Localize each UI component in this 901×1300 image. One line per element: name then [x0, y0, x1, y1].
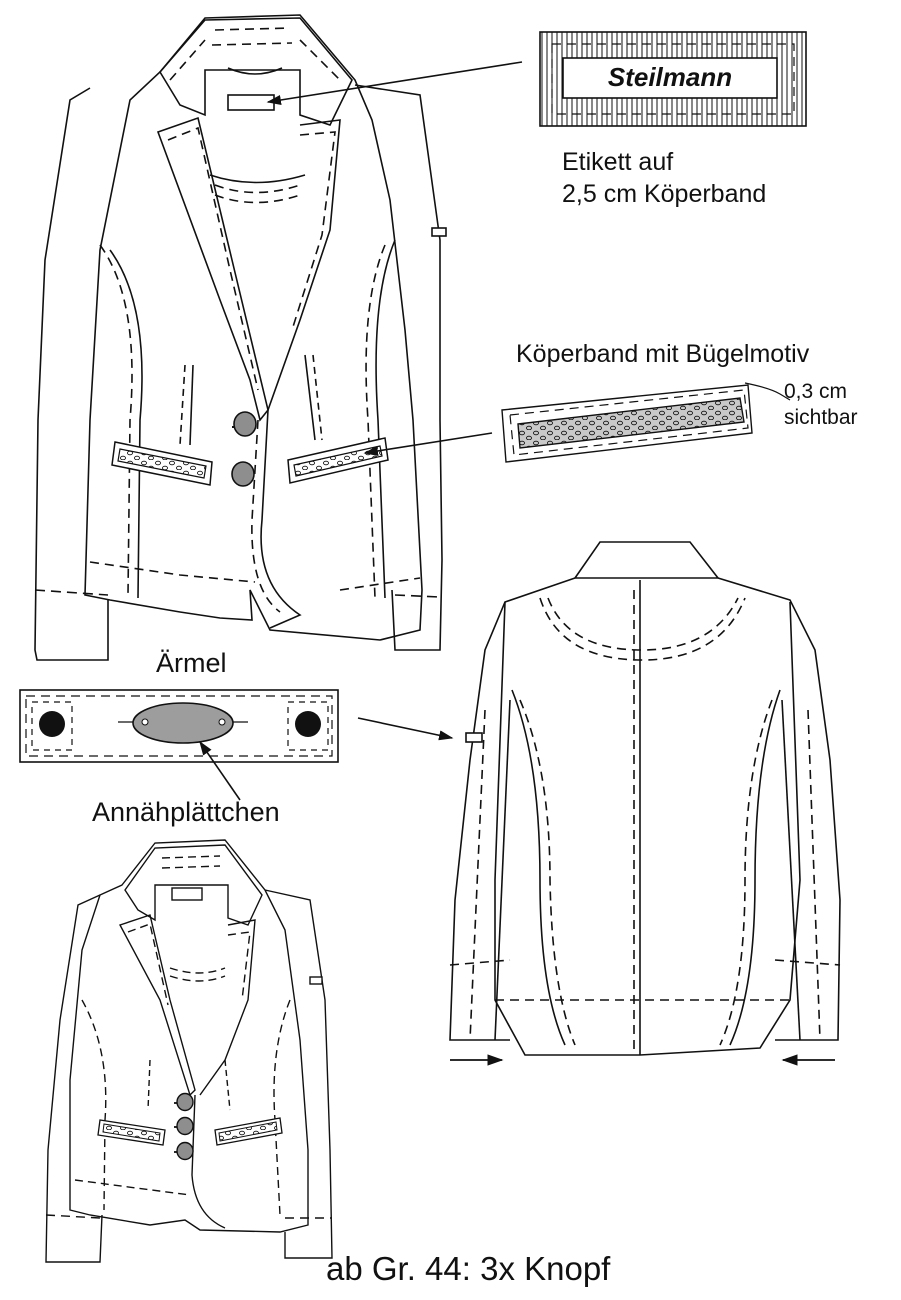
button-large	[232, 411, 257, 437]
pocket-tape-left-large	[111, 441, 213, 486]
visible-note-line2: sichtbar	[784, 406, 858, 429]
label-note-line2: 2,5 cm Köperband	[562, 180, 767, 208]
label-note-line1: Etikett auf	[562, 148, 674, 176]
patch-title: Annähplättchen	[92, 797, 280, 827]
size-note: ab Gr. 44: 3x Knopf	[326, 1250, 611, 1287]
label-arrow	[266, 61, 523, 105]
visible-note-line1: 0,3 cm	[784, 380, 848, 403]
button-small	[174, 1116, 194, 1136]
back-jacket	[449, 541, 841, 1056]
pocket-tape-left-small	[97, 1119, 166, 1146]
tape-title: Köperband mit Bügelmotiv	[516, 340, 810, 368]
sleeve-detail	[19, 689, 339, 763]
sleeve-arrow	[357, 717, 454, 741]
button-large	[231, 461, 255, 487]
sleeve-title: Ärmel	[156, 648, 227, 678]
pocket-tape-right-large	[287, 437, 389, 484]
visible-bracket	[744, 382, 791, 401]
front-jacket-small	[45, 839, 333, 1263]
patch-arrow	[199, 740, 241, 801]
front-jacket-large	[34, 14, 447, 661]
button-small	[174, 1092, 194, 1112]
pocket-tape-right-small	[214, 1117, 283, 1146]
label-detail	[539, 31, 807, 127]
tape-arrow	[363, 432, 493, 456]
button-small	[174, 1141, 194, 1161]
tape-detail	[501, 384, 753, 463]
brand-label: Steilmann	[607, 62, 733, 92]
